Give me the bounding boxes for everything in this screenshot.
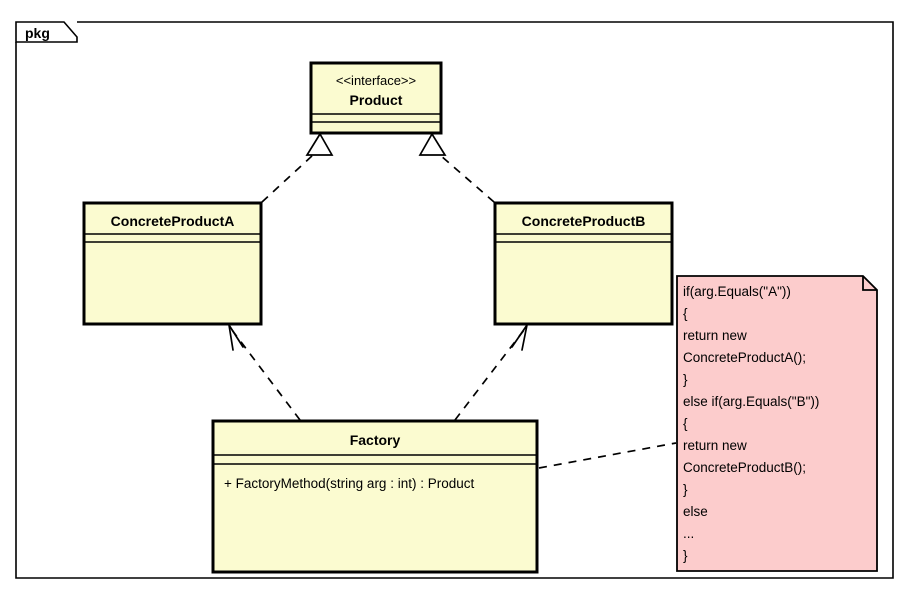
realization-a-line [261,154,314,203]
class-factory-operation: + FactoryMethod(string arg : int) : Prod… [224,476,474,491]
realization-b-line [439,154,495,203]
code-note-folded-corner [862,276,877,291]
code-note-line: { [683,306,688,321]
class-concreteproducta-name: ConcreteProductA [111,213,235,229]
dependency-factory-to-a [228,324,301,421]
class-factory[interactable]: Factory + FactoryMethod(string arg : int… [211,419,539,574]
dependency-factory-to-b [454,324,528,421]
class-concreteproducta[interactable]: ConcreteProductA [82,201,263,326]
dependency-b-arrowhead [511,324,528,351]
realization-b-to-product [418,132,495,203]
code-note-line: return new [683,328,747,343]
package-frame-border [15,21,894,579]
class-concreteproducta-box [82,201,263,326]
code-note-line: else if(arg.Equals("B")) [683,394,819,409]
class-product[interactable]: <<interface>> Product [309,61,443,135]
code-note[interactable]: if(arg.Equals("A")) { return new Concret… [676,275,878,572]
code-note-line: { [683,416,688,431]
realization-a-to-product [261,132,334,203]
code-note-line: ConcreteProductB(); [683,460,806,475]
class-factory-box [211,419,539,574]
code-note-line: return new [683,438,747,453]
code-note-line: ConcreteProductA(); [683,350,806,365]
code-note-line: else [683,504,708,519]
code-note-line: } [683,372,688,387]
class-product-stereotype: <<interface>> [336,73,416,88]
class-concreteproductb-name: ConcreteProductB [522,213,646,229]
code-note-line: if(arg.Equals("A")) [683,284,791,299]
realization-b-arrowhead [418,132,447,156]
package-tab [15,21,78,43]
realization-a-arrowhead [305,132,334,156]
class-factory-name: Factory [350,432,401,448]
note-anchor-line [538,442,677,469]
package-frame: pkg [15,21,894,579]
code-note-text: if(arg.Equals("A")) { return new Concret… [683,284,819,563]
class-concreteproductb[interactable]: ConcreteProductB [493,201,674,326]
code-note-line: } [683,482,688,497]
dependency-a-line [231,329,301,421]
code-note-line: } [683,548,688,563]
class-product-name: Product [350,92,403,108]
code-note-line: ... [683,526,694,541]
package-label: pkg [25,25,50,41]
code-note-body [676,275,878,572]
class-concreteproductb-box [493,201,674,326]
dependency-a-arrowhead [228,324,244,351]
note-anchor-dashed [538,442,677,469]
